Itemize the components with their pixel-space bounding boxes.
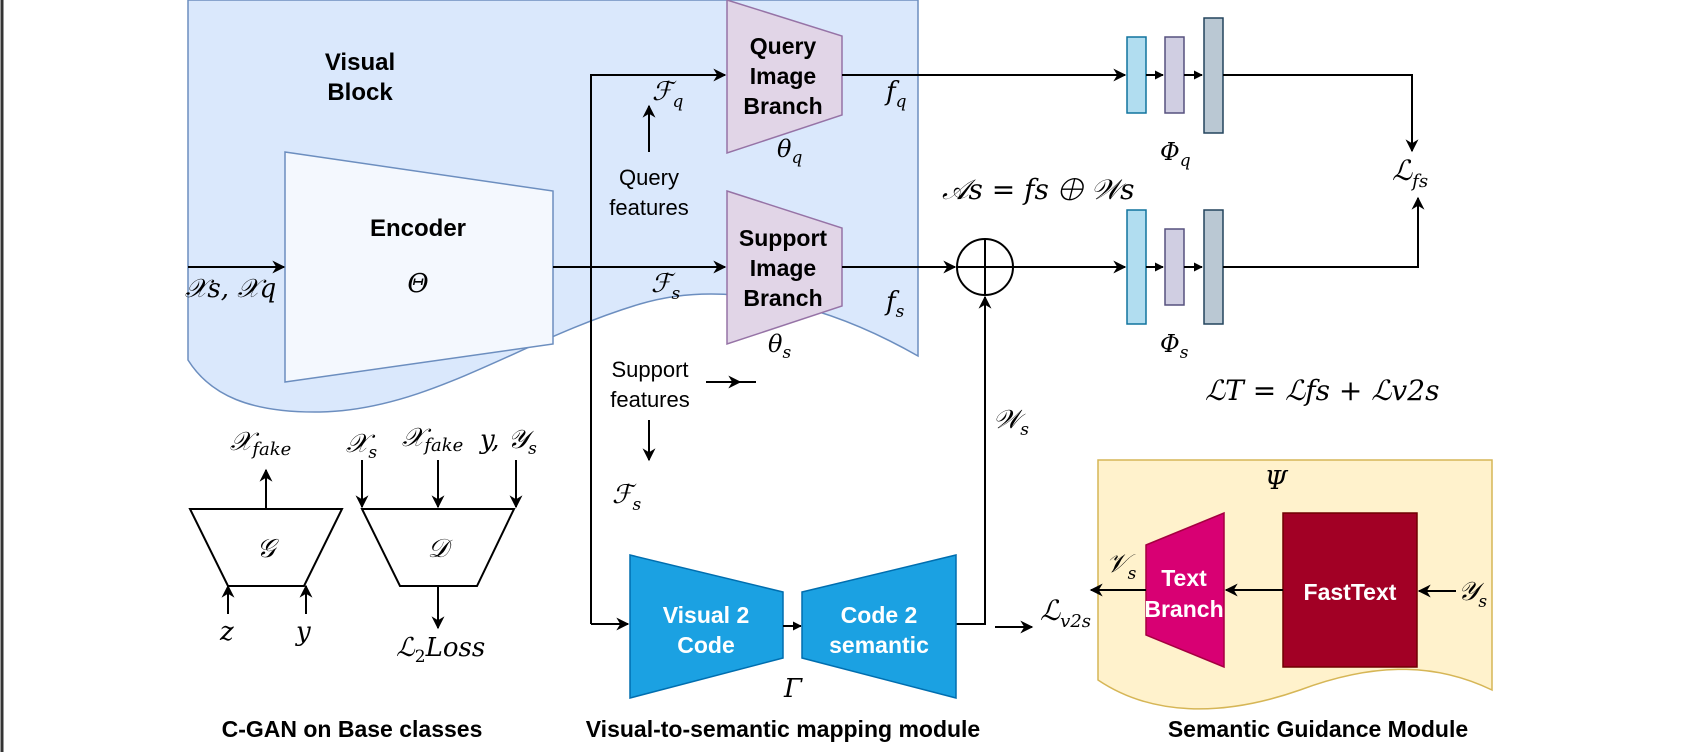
visual-block-title-2: Block xyxy=(327,79,393,106)
visual-block-title: Visual xyxy=(325,49,395,76)
support-image-branch xyxy=(726,189,843,346)
encoder-block xyxy=(284,151,554,383)
arrow-to-query-branch xyxy=(590,68,727,624)
generator-label: 𝒢 xyxy=(257,534,280,564)
LT-equation: ℒT = ℒfs + ℒv2s xyxy=(1205,374,1439,407)
Ws-label: 𝒲s xyxy=(993,405,1029,440)
query-branch-param: θq xyxy=(777,135,802,168)
encoder-label: Encoder xyxy=(370,215,466,242)
encoder-param: Θ xyxy=(407,269,428,299)
query-features-label-2: features xyxy=(609,195,689,220)
y-label: y xyxy=(295,617,311,647)
L-fs-label: ℒfs xyxy=(1392,154,1428,192)
visual2code-block xyxy=(629,554,784,699)
support-branch-line3: Branch xyxy=(743,285,822,311)
input-label: 𝒳s, 𝒳q xyxy=(185,274,276,304)
arrow-phi-s-to-loss xyxy=(1223,196,1425,268)
query-branch-line3: Branch xyxy=(743,93,822,119)
x-fake-out-label: 𝒳fake xyxy=(230,427,291,460)
query-image-branch xyxy=(726,0,843,155)
support-features-label-2: features xyxy=(610,387,690,412)
text-branch-block xyxy=(1145,511,1225,669)
caption-semantic: Semantic Guidance Module xyxy=(1168,716,1468,742)
z-label: z xyxy=(219,617,234,647)
y-ys-in-label: y, 𝒴s xyxy=(479,425,537,459)
psi-label: Ψ xyxy=(1265,466,1289,496)
phi-q-label: Φq xyxy=(1160,138,1191,171)
fasttext-label: FastText xyxy=(1304,579,1397,605)
As-equation: 𝒜s = fs ⨁ 𝒲s xyxy=(942,173,1134,206)
arrow-phi-q-to-loss xyxy=(1223,74,1419,153)
support-branch-line1: Support xyxy=(739,225,827,251)
support-branch-param: θs xyxy=(768,330,791,363)
fasttext-block xyxy=(1282,512,1418,668)
query-branch-line2: Image xyxy=(750,63,816,89)
phi-s-label: Φs xyxy=(1160,330,1189,363)
xs-in-label: 𝒳s xyxy=(346,429,377,463)
discriminator-block xyxy=(360,508,516,587)
support-branch-line2: Image xyxy=(750,255,816,281)
l2-loss-label: ℒ2Loss xyxy=(396,633,485,667)
code2semantic-block xyxy=(801,554,957,699)
query-features-label-1: Query xyxy=(619,165,679,190)
gamma-label: Γ xyxy=(783,674,803,704)
Fs-label-2: ℱs xyxy=(612,480,641,515)
code2semantic-line1: Code 2 xyxy=(841,602,918,628)
text-branch-line2: Branch xyxy=(1144,596,1223,622)
Lv2s-label: ℒv2s xyxy=(1040,594,1091,632)
phi-q-projection xyxy=(1126,17,1224,134)
caption-cgan: C-GAN on Base classes xyxy=(222,716,483,742)
phi-s-projection xyxy=(1126,209,1224,325)
caption-mapping: Visual-to-semantic mapping module xyxy=(586,716,980,742)
support-features-label-1: Support xyxy=(611,357,688,382)
query-branch-line1: Query xyxy=(750,33,817,59)
visual2code-line2: Code xyxy=(677,632,735,658)
oplus-combine xyxy=(956,238,1014,296)
text-branch-line1: Text xyxy=(1161,565,1207,591)
code2semantic-line2: semantic xyxy=(829,632,929,658)
x-fake-in-label: 𝒳fake xyxy=(402,423,463,456)
arrow-ws-to-oplus xyxy=(956,295,992,625)
visual2code-line1: Visual 2 xyxy=(663,602,750,628)
